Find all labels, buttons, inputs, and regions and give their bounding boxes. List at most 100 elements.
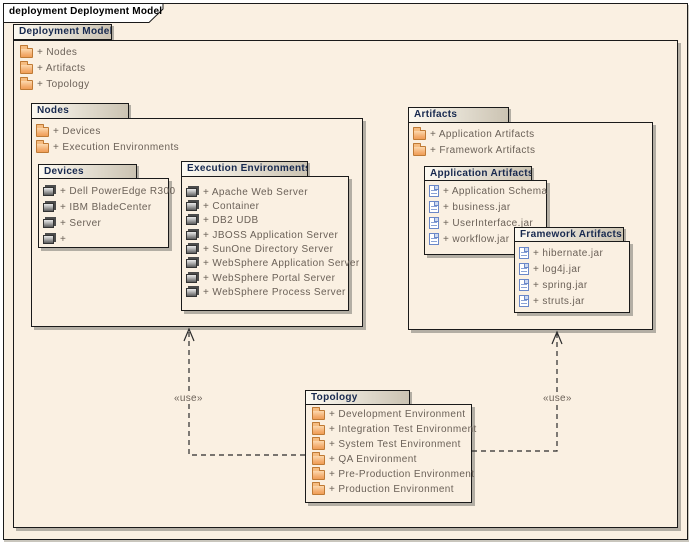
package-name: Application Artifacts (430, 168, 532, 179)
item-label: + Integration Test Environment (329, 423, 477, 435)
list-item[interactable]: + Container (186, 199, 259, 213)
item-label: + Apache Web Server (203, 186, 308, 198)
list-item[interactable]: + Execution Environments (36, 140, 179, 154)
package-tab-topology[interactable]: Topology (305, 390, 410, 405)
package-tab-application-artifacts[interactable]: Application Artifacts (424, 166, 532, 181)
list-item[interactable]: + SunOne Directory Server (186, 242, 333, 256)
artifact-icon (429, 217, 439, 229)
list-item[interactable]: + struts.jar (519, 294, 585, 308)
package-tab-deployment-model[interactable]: Deployment Model (13, 24, 112, 40)
item-label: + business.jar (443, 201, 511, 213)
list-item[interactable]: + System Test Environment (312, 437, 461, 451)
item-label: + (60, 233, 67, 245)
list-item[interactable]: + Apache Web Server (186, 185, 308, 199)
artifact-icon (519, 295, 529, 307)
item-label: + workflow.jar (443, 233, 510, 245)
package-body-execution-environments: + Apache Web Server + Container + DB2 UD… (181, 176, 359, 311)
list-item[interactable]: + Application Schema (429, 184, 547, 198)
list-item[interactable]: + JBOSS Application Server (186, 228, 338, 242)
node-icon (43, 187, 54, 196)
list-item[interactable]: + WebSphere Portal Server (186, 271, 335, 285)
list-item[interactable]: + Pre-Production Environment (312, 467, 474, 481)
list-item[interactable]: + Framework Artifacts (413, 143, 535, 157)
list-item[interactable]: + Artifacts (20, 61, 86, 75)
item-label: + Server (60, 217, 102, 229)
item-label: + hibernate.jar (533, 247, 604, 259)
item-label: + WebSphere Application Server (203, 257, 360, 269)
list-item[interactable]: + WebSphere Process Server (186, 285, 346, 299)
list-item[interactable]: + Devices (36, 124, 101, 138)
item-label: + Devices (53, 125, 101, 137)
item-label: + Framework Artifacts (430, 144, 536, 156)
node-icon (43, 219, 54, 228)
list-item[interactable]: + Production Environment (312, 482, 454, 496)
item-label: + Development Environment (329, 408, 466, 420)
list-item[interactable]: + WebSphere Application Server (186, 256, 360, 270)
item-label: + DB2 UDB (203, 214, 259, 226)
list-item[interactable]: + Topology (20, 77, 89, 91)
frame-label: deployment Deployment Model (9, 6, 163, 17)
artifact-icon (519, 279, 529, 291)
package-tab-framework-artifacts[interactable]: Framework Artifacts (514, 227, 624, 242)
list-item[interactable]: + (43, 232, 66, 246)
list-item[interactable]: + Nodes (20, 45, 77, 59)
item-label: + Production Environment (329, 483, 454, 495)
package-body-devices: + Dell PowerEdge R300 + IBM BladeCenter … (38, 178, 175, 248)
folder-icon (312, 467, 325, 480)
list-item[interactable]: + log4j.jar (519, 262, 581, 276)
item-label: + Artifacts (37, 62, 86, 74)
item-label: + JBOSS Application Server (203, 229, 339, 241)
node-icon (186, 274, 197, 283)
item-label: + Nodes (37, 46, 78, 58)
package-name: Topology (311, 392, 358, 403)
list-item[interactable]: + UserInterface.jar (429, 216, 533, 230)
package-name: Devices (44, 166, 84, 177)
item-label: + Container (203, 200, 260, 212)
list-item[interactable]: + business.jar (429, 200, 511, 214)
list-item[interactable]: + QA Environment (312, 452, 417, 466)
list-item[interactable]: + IBM BladeCenter (43, 200, 152, 214)
list-item[interactable]: + Development Environment (312, 407, 465, 421)
node-icon (186, 288, 197, 297)
item-label: + spring.jar (533, 279, 588, 291)
item-label: + QA Environment (329, 453, 417, 465)
list-item[interactable]: + Dell PowerEdge R300 (43, 184, 175, 198)
package-tab-artifacts[interactable]: Artifacts (408, 107, 509, 123)
folder-icon (413, 143, 426, 156)
list-item[interactable]: + Integration Test Environment (312, 422, 477, 436)
folder-icon (312, 452, 325, 465)
folder-icon (20, 45, 33, 58)
package-name: Nodes (37, 105, 70, 116)
folder-icon (312, 422, 325, 435)
item-label: + IBM BladeCenter (60, 201, 152, 213)
list-item[interactable]: + hibernate.jar (519, 246, 603, 260)
package-name: Artifacts (414, 109, 458, 120)
list-item[interactable]: + Server (43, 216, 101, 230)
package-body-topology: + Development Environment + Integration … (305, 404, 476, 503)
folder-icon (20, 77, 33, 90)
list-item[interactable]: + spring.jar (519, 278, 588, 292)
list-item[interactable]: + workflow.jar (429, 232, 509, 246)
item-label: + Topology (37, 78, 90, 90)
package-tab-nodes[interactable]: Nodes (31, 103, 129, 119)
node-icon (186, 188, 197, 197)
folder-icon (312, 482, 325, 495)
package-tab-execution-environments[interactable]: Execution Environments (181, 161, 308, 177)
package-body-framework-artifacts: + hibernate.jar + log4j.jar + spring.jar… (514, 241, 630, 313)
folder-icon (20, 61, 33, 74)
package-tab-devices[interactable]: Devices (38, 164, 137, 179)
package-name: Deployment Model (19, 26, 112, 37)
artifact-icon (429, 185, 439, 197)
item-label: + Application Schema (443, 185, 548, 197)
node-icon (43, 203, 54, 212)
item-label: + Dell PowerEdge R300 (60, 185, 176, 197)
item-label: + SunOne Directory Server (203, 243, 334, 255)
node-icon (186, 202, 197, 211)
list-item[interactable]: + DB2 UDB (186, 213, 259, 227)
item-label: + Pre-Production Environment (329, 468, 475, 480)
list-item[interactable]: + Application Artifacts (413, 127, 535, 141)
folder-icon (36, 124, 49, 137)
node-icon (186, 216, 197, 225)
folder-icon (413, 127, 426, 140)
